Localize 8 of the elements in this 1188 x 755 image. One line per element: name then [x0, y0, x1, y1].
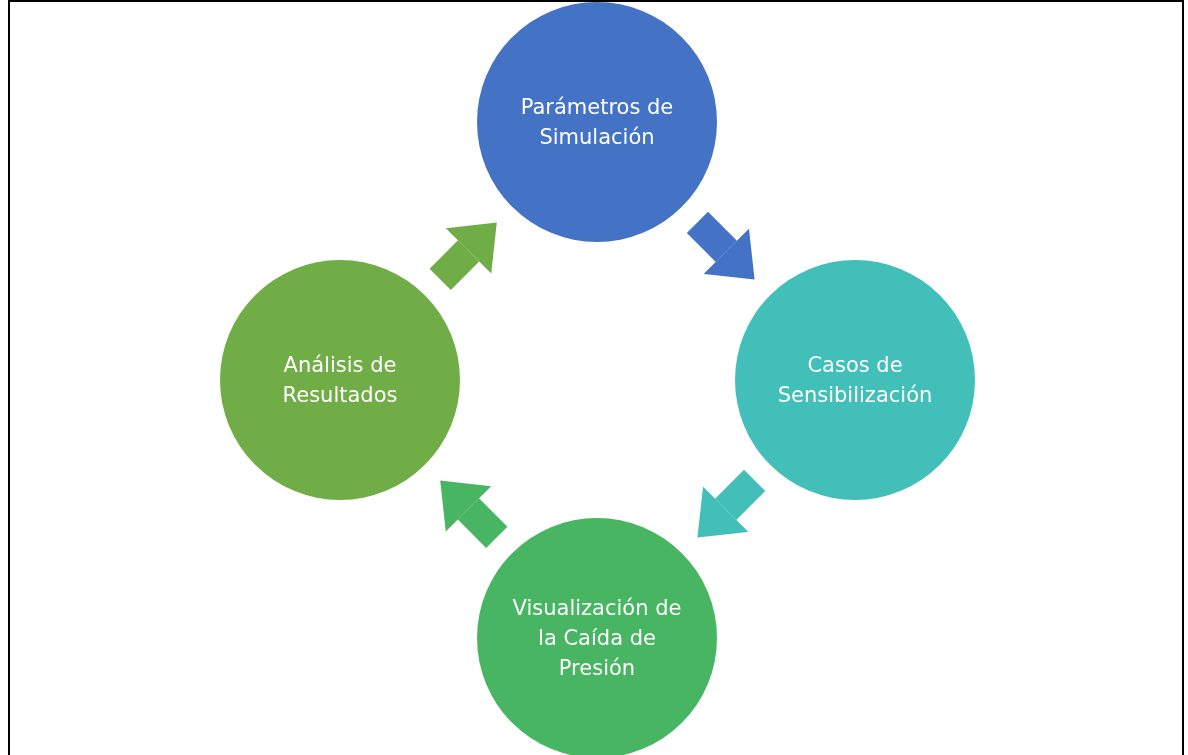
node-label: Parámetros de Simulación: [519, 94, 675, 151]
block-arrow: [697, 469, 766, 538]
block-arrow: [440, 480, 508, 548]
block-arrow: [686, 211, 755, 280]
block-arrow: [429, 222, 497, 290]
node-label: Visualización de la Caída de Presión: [511, 595, 683, 682]
node-label: Casos de Sensibilización: [776, 352, 934, 409]
node-label: Análisis de Resultados: [281, 352, 399, 409]
